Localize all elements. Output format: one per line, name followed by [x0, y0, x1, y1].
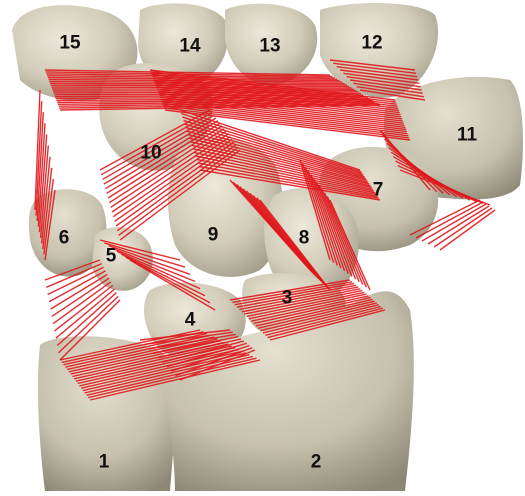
label-bone-5: 5 [106, 247, 117, 266]
label-bone-2: 2 [311, 453, 322, 472]
label-bone-13: 13 [259, 37, 280, 56]
bone-5 [92, 227, 153, 291]
label-bone-6: 6 [59, 229, 70, 248]
label-bone-10: 10 [140, 144, 161, 163]
label-bone-11: 11 [457, 126, 477, 145]
label-bone-7: 7 [373, 181, 384, 200]
label-bone-4: 4 [185, 311, 196, 330]
label-bone-8: 8 [299, 229, 310, 248]
label-bone-9: 9 [208, 226, 219, 245]
label-bone-14: 14 [179, 37, 200, 56]
label-bone-3: 3 [282, 289, 293, 308]
label-bone-15: 15 [59, 34, 80, 53]
label-bone-12: 12 [361, 34, 382, 53]
label-bone-1: 1 [99, 453, 110, 472]
